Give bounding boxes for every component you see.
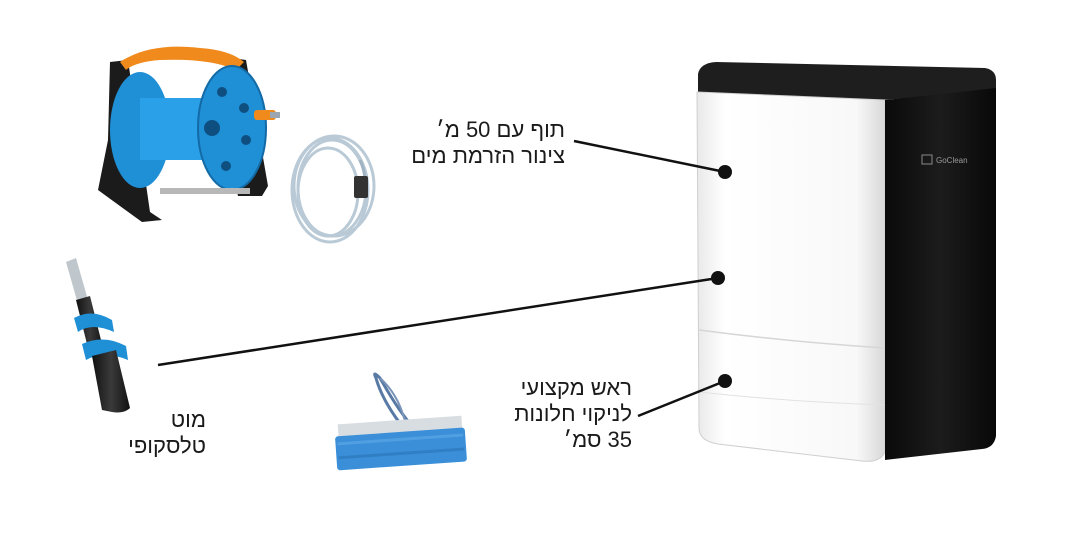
hose-fitting (354, 176, 368, 198)
callout-head-line2: לניקוי חלונות (514, 401, 632, 426)
callout-label-pole: מוט טלסקופי (60, 407, 206, 459)
callout-pole-line2: טלסקופי (128, 433, 206, 458)
mop-wire (373, 372, 414, 427)
pole-clamp (74, 313, 114, 332)
callout-hose-line1: תוף עם 50 מ׳ (436, 117, 565, 142)
callout-line-hose (573, 139, 726, 174)
callout-line-head (637, 379, 726, 418)
cabinet-seam (698, 391, 886, 406)
hose-reel (98, 46, 280, 222)
reel-handle (120, 46, 244, 70)
pole-tip (66, 258, 88, 304)
callout-label-hose: תוף עם 50 מ׳ צינור הזרמת מים (360, 117, 565, 169)
callout-line-pole (157, 276, 719, 367)
brand-logo-text: GoClean (936, 156, 968, 165)
reel-base-bar (160, 188, 250, 194)
coiled-hose (290, 134, 376, 244)
cabinet-body (696, 91, 886, 462)
callout-hose-line2: צינור הזרמת מים (411, 143, 565, 168)
cabinet-seam (698, 329, 886, 349)
callout-label-head: ראש מקצועי לניקוי חלונות 35 סמ׳ (420, 375, 632, 453)
mop-head (335, 372, 467, 471)
callout-head-line1: ראש מקצועי (520, 375, 632, 400)
cabinet-side-panel (885, 88, 996, 460)
water-cabinet: GoClean (696, 62, 996, 462)
cabinet-lid (698, 62, 996, 100)
telescopic-pole (66, 258, 130, 413)
callout-lines (157, 139, 726, 418)
callout-head-line3: 35 סמ׳ (563, 427, 632, 452)
brand-logo: GoClean (921, 154, 968, 165)
mop-holder (337, 415, 463, 439)
callout-pole-line1: מוט (170, 407, 206, 432)
pole-lower (92, 350, 130, 413)
